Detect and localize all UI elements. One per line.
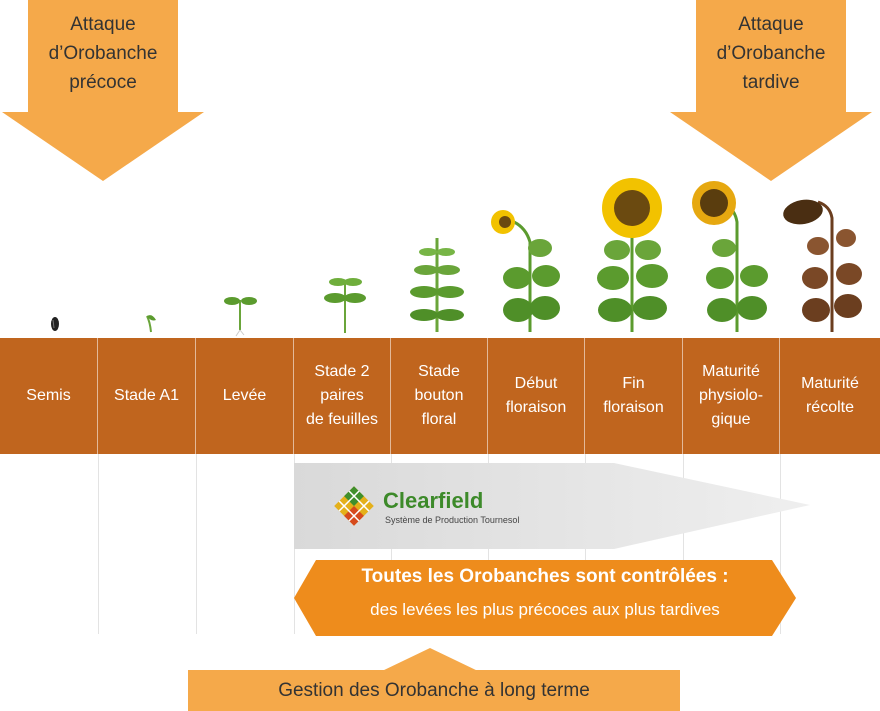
long-term-text: Gestion des Orobanche à long terme [278,679,590,701]
stage-label: Fin floraison [603,375,664,416]
clearfield-arrow [294,463,810,549]
stage-end-flowering: Fin floraison [585,338,683,454]
plant-late-bloom-icon [597,178,668,332]
early-attack-label: Attaque d’Orobanche précoce [48,14,158,93]
stage-label: Levée [222,387,267,404]
seed-icon [51,317,59,331]
stage-label: Stade bouton floral [414,363,464,428]
stage-label: Semis [26,387,71,404]
stage-label: Début floraison [505,375,567,416]
control-banner [294,560,796,636]
stage-semis: Semis [0,338,98,454]
grid-line [196,454,197,634]
grid-line [683,454,684,634]
grid-line [780,454,781,634]
stage-two-pairs-leaves: Stade 2 paires de feuilles [294,338,391,454]
stage-early-flowering: Début floraison [488,338,585,454]
clearfield-logo-icon [334,486,374,526]
long-term-management-label: Gestion des Orobanche à long terme [188,670,680,711]
stage-levee: Levée [196,338,294,454]
plant-bud-icon [410,238,464,332]
plant-two-pairs-icon [324,278,366,333]
grid-line [98,454,99,634]
banner-subline: des levées les plus précoces aux plus ta… [370,600,720,619]
plant-early-bloom-icon [491,210,560,332]
stage-band [0,338,880,454]
stage-label: Stade 2 paires de feuilles [305,363,379,428]
banner-headline: Toutes les Orobanches sont contrôlées : [361,566,729,587]
plant-physiological-maturity-icon [692,181,768,332]
late-attack-label: Attaque d’Orobanche tardive [716,14,826,93]
seedling-levee-icon [224,297,257,337]
early-attack-arrow [2,0,204,181]
sprout-a1-icon [146,315,156,333]
clearfield-name: Clearfield [383,488,484,513]
stage-label: Stade A1 [114,387,179,404]
clearfield-tagline: Système de Production Tournesol [385,515,520,525]
growth-illustrations [51,178,862,337]
stage-a1: Stade A1 [98,338,196,454]
plant-harvest-maturity-icon [783,199,862,332]
long-term-up-arrow [380,648,480,672]
late-attack-arrow [670,0,872,181]
stage-floral-bud: Stade bouton floral [391,338,488,454]
stage-harvest-maturity: Maturité récolte [780,338,880,454]
stage-label: Maturité récolte [801,375,859,416]
stage-label: Maturité physiolo- gique [698,363,764,428]
stage-physiological-maturity: Maturité physiolo- gique [683,338,780,454]
